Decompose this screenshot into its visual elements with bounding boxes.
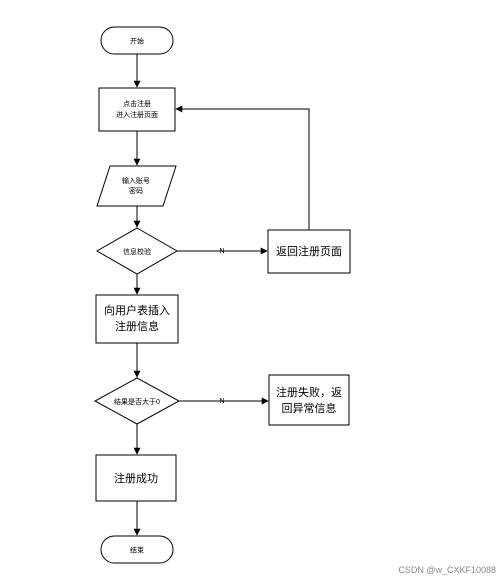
click-register-line1: 点击注册 — [123, 99, 151, 108]
watermark: CSDN @w_CXKF10088 — [398, 565, 496, 575]
edge-label-no-1: N — [219, 248, 224, 255]
fail-line2: 回异常信息 — [282, 401, 337, 415]
input-line1: 输入账号 — [122, 176, 150, 185]
input-line2: 密码 — [129, 186, 143, 195]
return-page-label: 返回注册页面 — [276, 244, 342, 258]
info-check-decision: 信息校验 — [95, 227, 179, 275]
check-label: 信息校验 — [123, 247, 151, 256]
result-check-decision: 结果是否大于0 — [93, 377, 181, 425]
insert-user-process: 向用户表插入 注册信息 — [95, 294, 179, 344]
insert-line1: 向用户表插入 — [104, 303, 170, 317]
input-account-io: 输入账号 密码 — [96, 165, 177, 207]
success-label: 注册成功 — [114, 471, 158, 485]
end-terminal: 结束 — [100, 535, 174, 564]
return-register-process: 返回注册页面 — [267, 229, 351, 274]
edge-label-no-2: N — [219, 398, 224, 405]
start-label: 开始 — [130, 37, 144, 46]
edge-return-to-click — [175, 105, 310, 230]
fail-process: 注册失败，返 回异常信息 — [268, 374, 350, 426]
click-register-line2: 进入注册页面 — [116, 110, 158, 119]
start-terminal: 开始 — [100, 26, 174, 55]
click-register-process: 点击注册 进入注册页面 — [98, 87, 176, 132]
insert-line2: 注册信息 — [115, 319, 159, 333]
result-check-label: 结果是否大于0 — [114, 397, 160, 406]
success-process: 注册成功 — [95, 454, 177, 502]
end-label: 结束 — [130, 546, 144, 555]
fail-line1: 注册失败，返 — [276, 385, 342, 399]
